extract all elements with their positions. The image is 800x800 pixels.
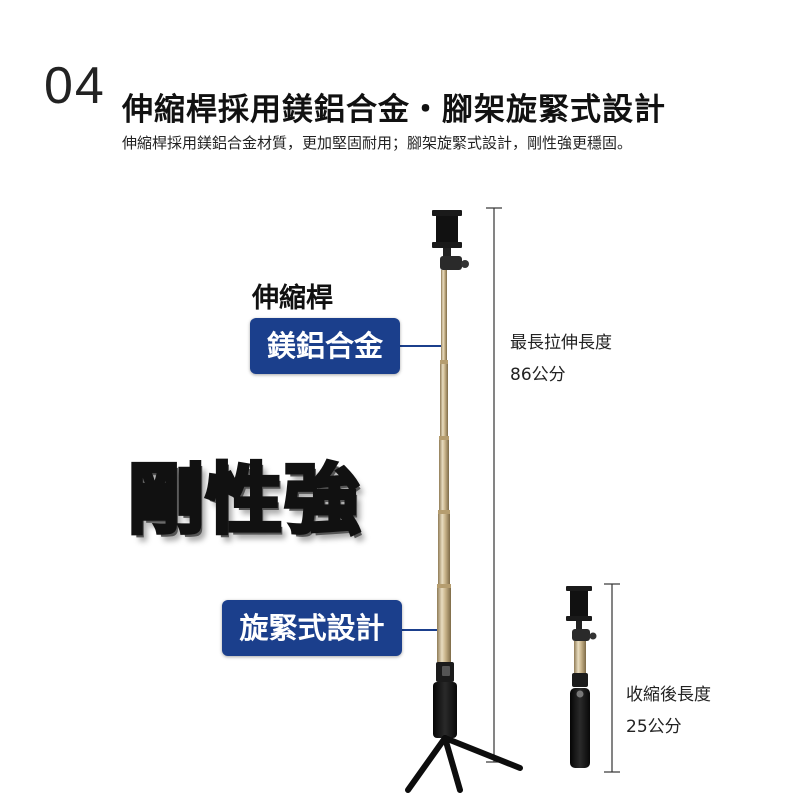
section-number: 04 bbox=[44, 57, 106, 115]
max-length-value: 86公分 bbox=[510, 365, 566, 385]
page-title: 伸縮桿採用鎂鋁合金・腳架旋緊式設計 bbox=[122, 92, 666, 128]
alloy-badge: 鎂鋁合金 bbox=[250, 318, 400, 374]
collapsed-selfie-stick bbox=[566, 586, 597, 768]
max-length-dimension-line bbox=[486, 207, 502, 763]
pole-label: 伸縮桿 bbox=[252, 283, 333, 314]
max-length-label: 最長拉伸長度 bbox=[510, 333, 612, 353]
rigidity-headline: 剛性強 bbox=[126, 453, 362, 546]
min-length-label: 收縮後長度 bbox=[626, 685, 711, 705]
page-subtitle: 伸縮桿採用鎂鋁合金材質，更加堅固耐用；腳架旋緊式設計，剛性強更穩固。 bbox=[122, 134, 633, 152]
extended-selfie-stick bbox=[405, 210, 523, 793]
twist-lock-badge: 旋緊式設計 bbox=[222, 600, 402, 656]
min-length-dimension-line bbox=[604, 583, 620, 773]
min-length-value: 25公分 bbox=[626, 717, 682, 737]
